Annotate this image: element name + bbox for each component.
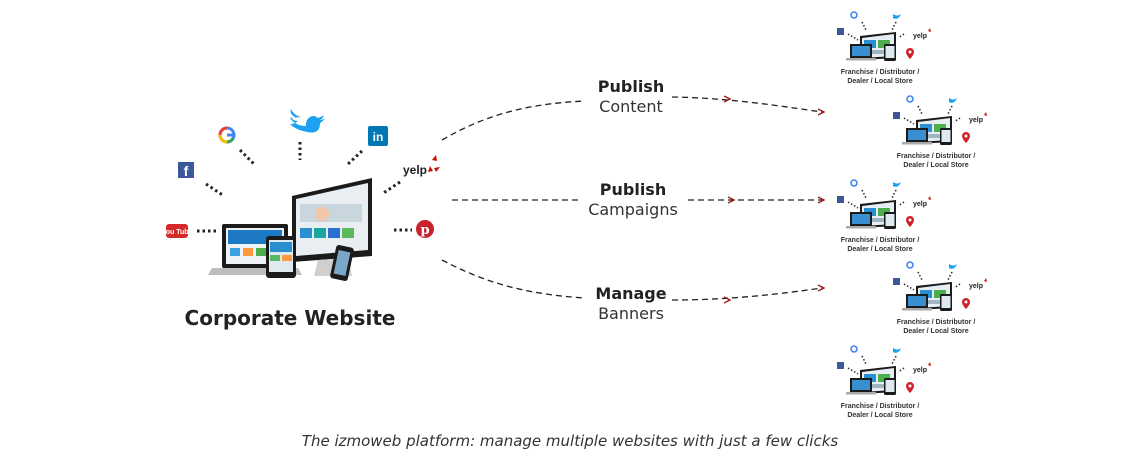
yelp-logo (428, 155, 440, 172)
twitter-icon (949, 98, 957, 103)
google-icon (906, 95, 914, 103)
yelp-logo-text: yelp (913, 201, 927, 208)
connector-banners-in (441, 259, 586, 299)
twitter-icon (949, 264, 957, 269)
google-icon (850, 345, 858, 353)
action-verb: Publish (599, 180, 667, 199)
facebook-icon (837, 362, 844, 369)
arrowhead-banners-end (817, 284, 826, 292)
arrowhead-campaigns-end (817, 196, 826, 204)
yelp-burst-icon (928, 28, 931, 32)
yelp-burst-icon (928, 196, 931, 200)
yelp-burst-icon (984, 112, 987, 116)
destination-label-line2: Dealer / Local Store (847, 412, 913, 419)
arrowhead-banners (723, 296, 732, 304)
facebook-icon (893, 112, 900, 119)
yelp-logo-text: yelp (913, 367, 927, 374)
svg-text:p: p (420, 223, 429, 238)
action-publish-campaigns: Publish Campaigns (543, 180, 723, 220)
google-icon (850, 11, 858, 19)
pinterest-icon: p (416, 220, 434, 238)
destination-label: Franchise / Distributor / Dealer / Local … (881, 152, 991, 170)
arrowhead-content (723, 95, 732, 103)
twitter-icon (290, 109, 325, 133)
twitter-icon (893, 14, 901, 19)
destination-site: yelp (837, 11, 931, 61)
destination-site: yelp (837, 345, 931, 395)
action-object: Content (599, 97, 663, 116)
twitter-icon (893, 348, 901, 353)
action-verb: Manage (595, 284, 667, 303)
facebook-logo-text: f (184, 163, 189, 179)
destination-label-line1: Franchise / Distributor / (840, 403, 920, 410)
destination-label-line2: Dealer / Local Store (847, 78, 913, 85)
youtube-logo-text: You Tube (162, 229, 193, 236)
facebook-icon (893, 278, 900, 285)
destination-label-line1: Franchise / Distributor / (896, 319, 976, 326)
destination-label: Franchise / Distributor / Dealer / Local … (881, 318, 991, 336)
flow-connectors (441, 96, 823, 301)
figure-caption: The izmoweb platform: manage multiple we… (301, 432, 839, 450)
action-publish-content: Publish Content (541, 77, 721, 117)
google-icon (906, 261, 914, 269)
yelp-burst-icon (984, 278, 987, 282)
destination-site: yelp (893, 261, 987, 311)
destination-site: yelp (837, 179, 931, 229)
corporate-social-connectors (197, 142, 412, 233)
action-object: Campaigns (588, 200, 678, 219)
facebook-icon (837, 196, 844, 203)
yelp-burst-icon (928, 362, 931, 366)
connector-content-in (441, 100, 586, 141)
connector-banners-out (671, 287, 823, 301)
connector-content-out (671, 96, 823, 113)
action-manage-banners: Manage Banners (541, 284, 721, 324)
destination-site: yelp (893, 95, 987, 145)
destination-label-line2: Dealer / Local Store (847, 246, 913, 253)
arrowhead-content-end (817, 108, 826, 116)
destination-label-line2: Dealer / Local Store (903, 162, 969, 169)
twitter-icon (893, 182, 901, 187)
yelp-logo-text: yelp (913, 33, 927, 40)
corporate-devices-illustration (208, 178, 372, 281)
action-verb: Publish (597, 77, 665, 96)
google-icon (850, 179, 858, 187)
destination-label-line1: Franchise / Distributor / (896, 153, 976, 160)
destination-label: Franchise / Distributor / Dealer / Local … (825, 68, 935, 86)
linkedin-icon (368, 126, 388, 146)
google-icon (218, 126, 236, 144)
destination-label-line1: Franchise / Distributor / (840, 69, 920, 76)
yelp-logo-text: yelp (403, 163, 427, 177)
destination-label: Franchise / Distributor / Dealer / Local … (825, 236, 935, 254)
destination-label: Franchise / Distributor / Dealer / Local … (825, 402, 935, 420)
youtube-icon (166, 224, 188, 238)
arrow-heads (723, 95, 826, 304)
destination-sites: yelp yelp yelp yelp yelp (837, 11, 987, 395)
yelp-logo-text: yelp (969, 117, 983, 124)
linkedin-logo-text: in (373, 130, 384, 144)
arrowhead-campaigns (727, 196, 736, 204)
action-object: Banners (598, 304, 664, 323)
facebook-icon (837, 28, 844, 35)
facebook-icon (178, 162, 194, 178)
yelp-logo-text: yelp (969, 283, 983, 290)
corporate-website-title: Corporate Website (184, 306, 396, 330)
destination-label-line2: Dealer / Local Store (903, 328, 969, 335)
destination-label-line1: Franchise / Distributor / (840, 237, 920, 244)
